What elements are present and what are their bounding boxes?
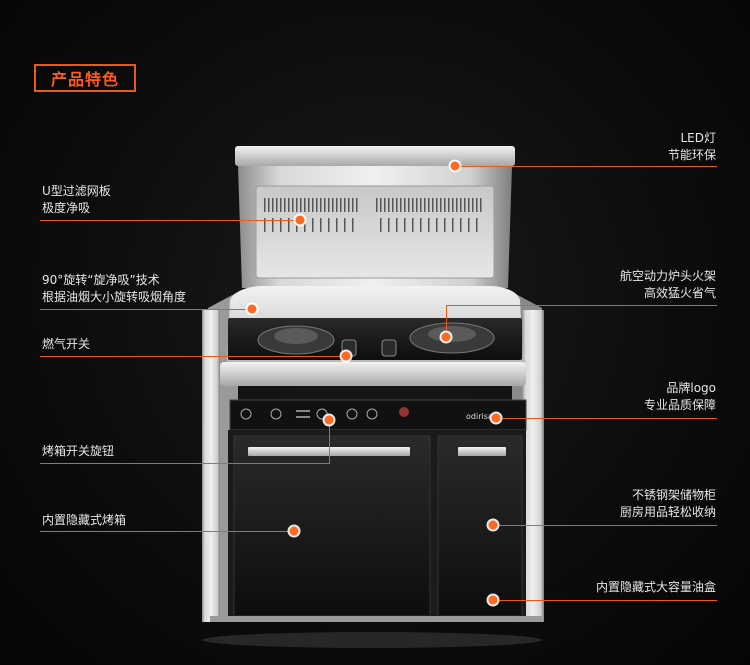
brand-logo-label: 品牌logo 专业品质保障 [643,381,716,412]
filter-panel-line [40,220,300,221]
cabinet-line [493,525,717,526]
oil-box-label: 内置隐藏式大容量油盒 [595,580,716,594]
cabinet-marker [488,520,498,530]
rotation-label: 90°旋转“旋净吸”技术 根据油烟大小旋转吸烟角度 [42,273,187,304]
burner-marker [441,332,451,342]
oil-box-line [493,600,717,601]
oil-box-marker [488,595,498,605]
brand-logo-marker [491,413,501,423]
oven-knob-label: 烤箱开关旋钮 [42,444,115,458]
filter-panel-label: U型过滤网板 极度净吸 [42,184,111,215]
hidden-oven-line [40,531,294,532]
gas-switch-line [40,356,346,357]
led-light-bar [235,146,515,166]
gas-knob-right [381,339,397,357]
rotation-line [40,309,252,310]
floor-shadow [202,632,542,648]
brand-logo-line [496,418,717,419]
led-marker [450,161,460,171]
burner-line [446,305,717,306]
gas-switch-label: 燃气开关 [42,337,91,351]
cabinet-handle [458,447,506,456]
led-line [455,166,717,167]
oven-knob-marker [324,415,334,425]
section-title: 产品特色 [34,64,136,92]
oven-knob-line [40,463,330,464]
filter-panel [255,185,495,279]
cabinet-door [437,435,523,617]
gas-switch-marker [341,351,351,361]
oven-door [233,435,431,617]
brand-logo-text: odirisa [466,412,493,421]
rotation-marker [247,304,257,314]
burner-label: 航空动力炉头火架 高效猛火省气 [619,269,716,300]
hidden-oven-label: 内置隐藏式烤箱 [42,513,127,527]
burner-vline [446,305,447,337]
led-label: LED灯 节能环保 [667,131,716,162]
hidden-oven-marker [289,526,299,536]
control-panel [229,399,527,431]
oven-knob-vline [329,420,330,464]
cabinet-label: 不锈钢架储物柜 厨房用品轻松收纳 [619,488,716,519]
filter-panel-marker [295,215,305,225]
